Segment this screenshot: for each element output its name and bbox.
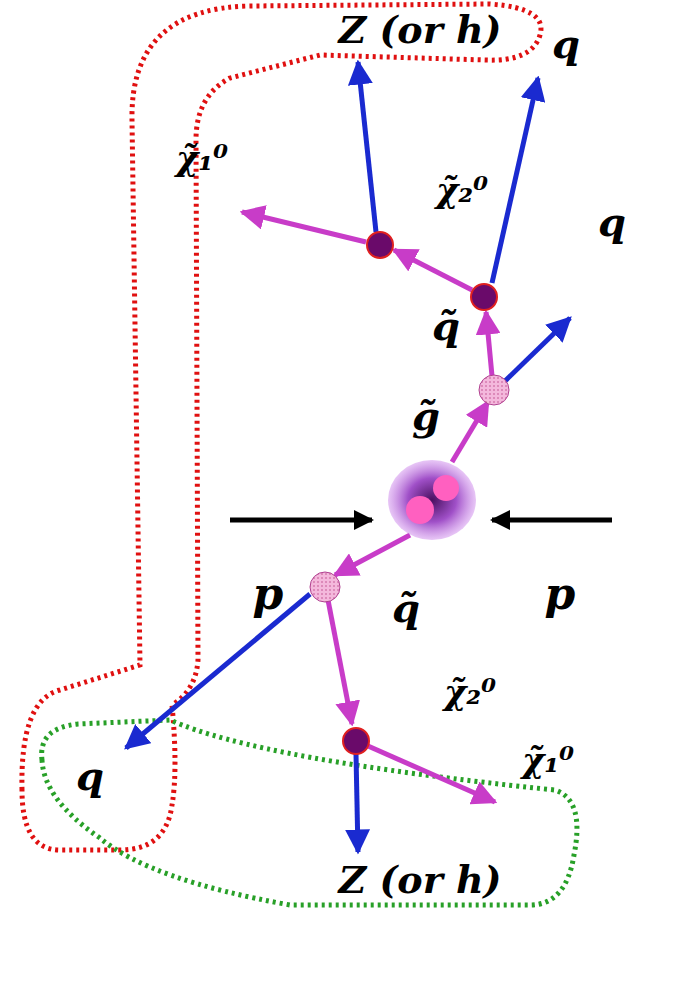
particle-label: χ̃₁⁰ [176,141,228,175]
particle-label: p [545,572,576,616]
particle-label: χ̃₂⁰ [444,675,496,709]
particle-label: q̃ [432,306,460,346]
particle-label: χ̃₁⁰ [522,743,574,777]
particle-label: Z (or h) [338,861,501,899]
particle-label: q [598,202,626,242]
particle-label: p [253,572,284,616]
particle-label: Z (or h) [338,11,501,49]
particle-label: g̃ [412,396,440,436]
particle-label: q̃ [392,588,420,628]
particle-label: χ̃₂⁰ [436,173,488,207]
particle-label: q [76,756,104,796]
particle-label: q [552,24,580,64]
